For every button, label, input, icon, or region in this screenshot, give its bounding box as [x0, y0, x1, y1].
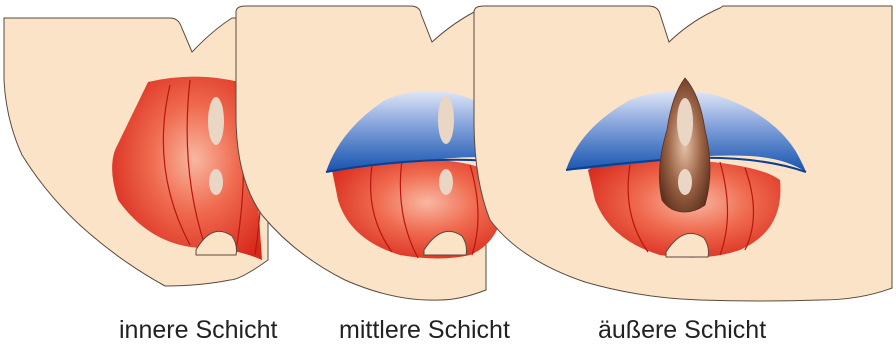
- opening-vagina: [209, 169, 223, 195]
- panel-inner: [4, 18, 268, 286]
- opening-vagina-middle: [439, 169, 453, 195]
- opening-urethra-middle: [438, 96, 454, 144]
- caption-middle-layer: mittlere Schicht: [339, 316, 510, 345]
- panel-outer: [474, 6, 892, 301]
- caption-outer-layer: äußere Schicht: [598, 316, 766, 345]
- opening-urethra: [208, 97, 224, 145]
- opening-vagina-outer: [678, 169, 692, 195]
- caption-inner-layer: innere Schicht: [119, 316, 277, 345]
- opening-urethra-outer: [677, 98, 693, 146]
